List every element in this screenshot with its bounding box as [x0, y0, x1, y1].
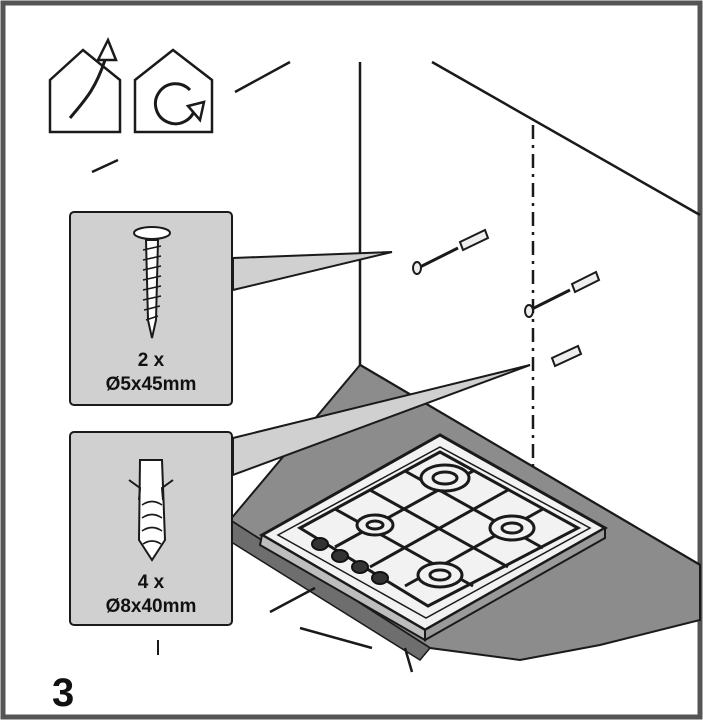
indoor-installation-icon [48, 36, 122, 134]
screw-size: Ø5x45mm [106, 374, 197, 395]
rotate-inside-house-icon [133, 48, 214, 134]
wall-plug-callout: 4 x Ø8x40mm [69, 364, 531, 626]
screw-quantity: 2 x [138, 350, 165, 371]
wall-plug-quantity: 4 x [138, 572, 165, 593]
gas-hob-icon [258, 433, 609, 642]
wall-plug-size: Ø8x40mm [106, 596, 197, 617]
screw-icon [133, 226, 171, 339]
screw-callout: 2 x Ø5x45mm [69, 211, 393, 406]
step-number: 3 [52, 671, 74, 715]
control-knobs [311, 537, 389, 585]
wall-plug-icon [128, 459, 174, 562]
wall-fixings [412, 228, 601, 368]
